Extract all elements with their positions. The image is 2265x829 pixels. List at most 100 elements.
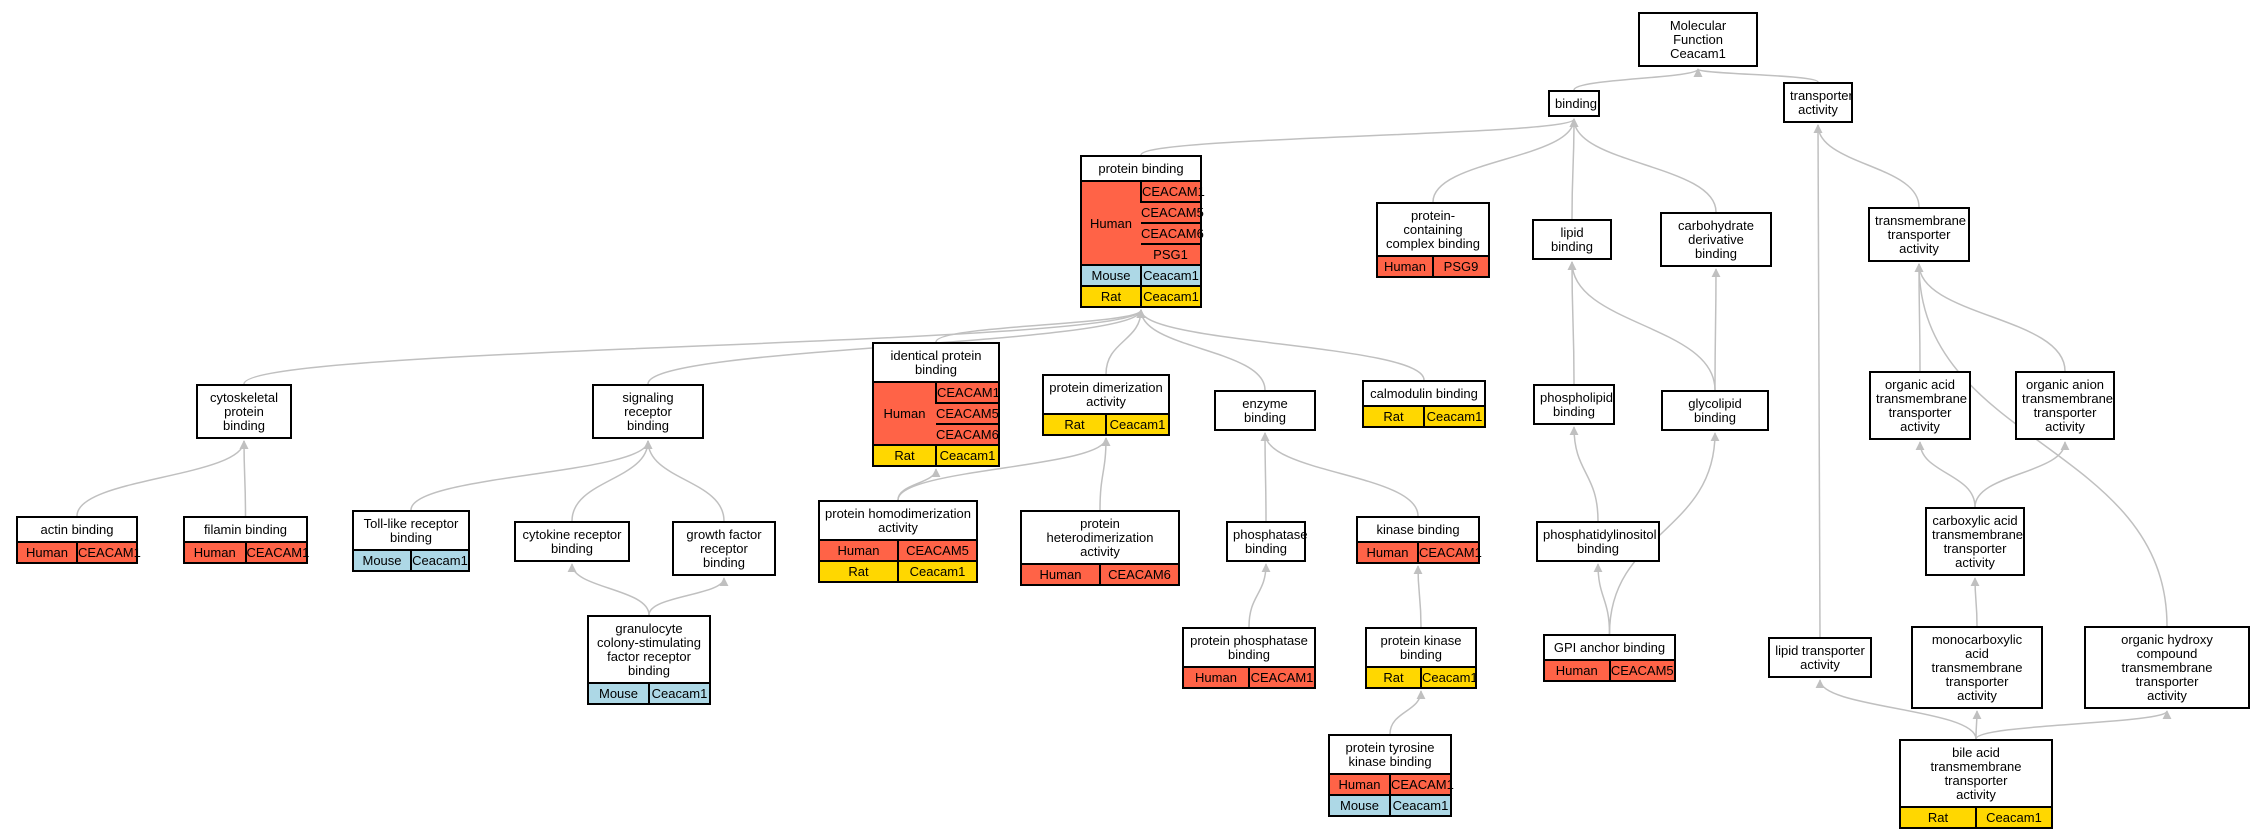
species-cell: Human (1330, 773, 1390, 795)
go-term-title: calmodulin binding (1370, 386, 1478, 401)
go-term-title: GPI anchor binding (1553, 640, 1666, 655)
is-a-edge (1573, 68, 1703, 91)
is-a-edge (1915, 441, 1976, 508)
go-term-title: protein heterodimerization activity (1046, 516, 1154, 559)
go-term-node: organic anion transmembrane transporter … (2015, 371, 2115, 440)
go-term-title: protein tyrosine kinase binding (1345, 740, 1435, 769)
is-a-edge (1260, 432, 1270, 522)
species-cell: Rat (874, 444, 936, 465)
go-term-title: protein-containing complex binding (1386, 208, 1480, 251)
gene-cell: CEACAM1 (1389, 773, 1454, 795)
species-cell: Rat (820, 560, 898, 581)
go-term-node: Molecular Function Ceacam1 (1638, 12, 1758, 67)
species-cell: Human (185, 541, 246, 562)
go-term-node: lipid binding (1532, 219, 1612, 260)
is-a-edge (1711, 268, 1721, 391)
is-a-edge (1693, 68, 1819, 83)
go-term-node: carbohydrate derivative binding (1660, 212, 1772, 267)
is-a-edge (1105, 309, 1146, 375)
go-term-node: organic hydroxy compound transmembrane t… (2084, 626, 2250, 709)
go-term-node: phosphatidylinositol binding (1536, 521, 1660, 562)
go-term-title: phosphatidylinositol binding (1543, 527, 1657, 556)
is-a-edge (1813, 124, 1920, 208)
go-term-title: signaling receptor binding (622, 390, 674, 433)
is-a-edge (1914, 263, 2168, 627)
is-a-edge (243, 309, 1146, 385)
gene-cell: CEACAM1 (244, 541, 309, 562)
species-cell: Mouse (1330, 794, 1390, 815)
go-term-node: growth factor receptor binding (672, 521, 776, 576)
go-term-title: transmembrane transporter activity (1875, 213, 1967, 256)
gene-cell: Ceacam1 (1105, 413, 1168, 434)
gene-cell: CEACAM1 (935, 381, 1000, 403)
go-term-title: carbohydrate derivative binding (1678, 218, 1754, 261)
is-a-edge (1248, 563, 1271, 628)
gene-cell: Ceacam1 (935, 444, 998, 465)
gene-cell: Ceacam1 (1140, 264, 1200, 286)
go-term-node: phospholipid binding (1533, 384, 1615, 425)
is-a-edge (1569, 426, 1599, 522)
go-term-title: actin binding (40, 522, 114, 537)
gene-cell: CEACAM6 (936, 423, 999, 445)
go-term-node: lipid transporter activity (1768, 637, 1872, 678)
is-a-edge (648, 577, 729, 616)
go-term-title: cytoskeletal protein binding (210, 390, 278, 433)
go-term-title: monocarboxylic acid transmembrane transp… (1931, 632, 2023, 703)
species-cell: Human (1184, 666, 1249, 687)
gene-cell: Ceacam1 (897, 560, 976, 581)
go-term-node: transporter activity (1783, 82, 1853, 123)
go-term-title: lipid binding (1551, 225, 1593, 254)
gene-cell: CEACAM6 (1141, 222, 1204, 244)
species-cell: Human (874, 381, 936, 445)
species-cell: Mouse (354, 549, 411, 570)
species-cell: Rat (1044, 413, 1106, 434)
go-term-node: bile acid transmembrane transporter acti… (1899, 739, 2053, 829)
go-term-node: glycolipid binding (1661, 390, 1769, 431)
species-cell: Human (1545, 659, 1610, 680)
go-term-title: protein dimerization activity (1049, 380, 1163, 409)
gene-cell: Ceacam1 (1420, 666, 1478, 687)
is-a-edge (1099, 437, 1111, 511)
go-term-node: organic acid transmembrane transporter a… (1869, 371, 1971, 440)
go-term-node: cytoskeletal protein binding (196, 384, 292, 439)
go-term-title: protein kinase binding (1380, 633, 1462, 662)
go-term-title: phosphatase binding (1233, 527, 1308, 556)
go-term-title: granulocyte colony-stimulating factor re… (596, 621, 702, 678)
is-a-edge (239, 440, 249, 517)
go-term-title: growth factor receptor binding (686, 527, 762, 570)
gene-cell: Ceacam1 (1423, 405, 1484, 426)
gene-cell: PSG1 (1141, 243, 1200, 265)
gene-cell: CEACAM5 (1141, 201, 1204, 223)
species-cell: Rat (1901, 806, 1976, 827)
gene-cell: CEACAM1 (1417, 541, 1482, 562)
go-term-title: filamin binding (203, 522, 288, 537)
gene-cell: CEACAM1 (76, 541, 141, 562)
go-term-node: enzyme binding (1214, 390, 1316, 431)
is-a-edge (1569, 118, 1717, 213)
species-cell: Rat (1364, 405, 1424, 426)
go-term-title: carboxylic acid transmembrane transporte… (1932, 513, 2024, 570)
go-term-title: kinase binding (1376, 522, 1460, 537)
is-a-edge (1567, 261, 1577, 385)
go-term-node: binding (1548, 90, 1600, 117)
go-term-title: lipid transporter activity (1775, 643, 1865, 672)
is-a-edge (1389, 690, 1426, 735)
gene-cell: CEACAM1 (1248, 666, 1314, 687)
